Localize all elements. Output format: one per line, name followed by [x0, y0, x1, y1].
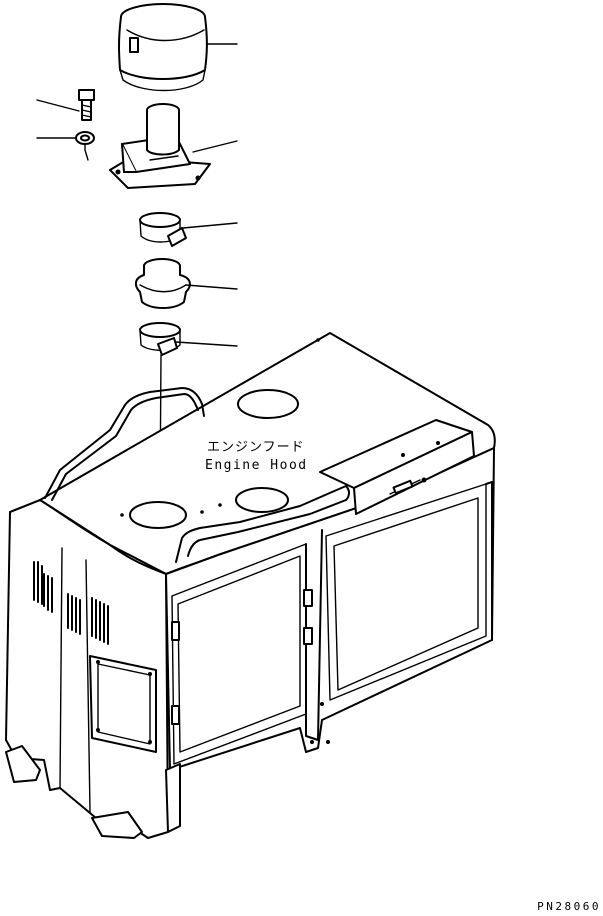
mounting-bolt-part	[78, 89, 95, 121]
callout-leader-lines	[36, 43, 238, 347]
hose-clamp-upper-part	[139, 212, 187, 247]
rubber-hose-part	[134, 258, 191, 309]
lock-washer-part	[75, 131, 95, 145]
drawing-code: PN28060	[537, 900, 601, 913]
inlet-pipe-bracket-part	[109, 103, 211, 189]
front-louvers	[33, 561, 109, 645]
engine-hood-label-jp: エンジンフード	[207, 440, 305, 455]
engine-hood-body	[5, 332, 496, 839]
side-door-frames	[171, 481, 493, 765]
precleaner-cap-part	[118, 3, 208, 92]
engine-hood-label-en: Engine Hood	[205, 458, 308, 473]
washer-to-bracket-line	[84, 143, 89, 161]
hose-clamp-lower-part	[139, 322, 181, 356]
